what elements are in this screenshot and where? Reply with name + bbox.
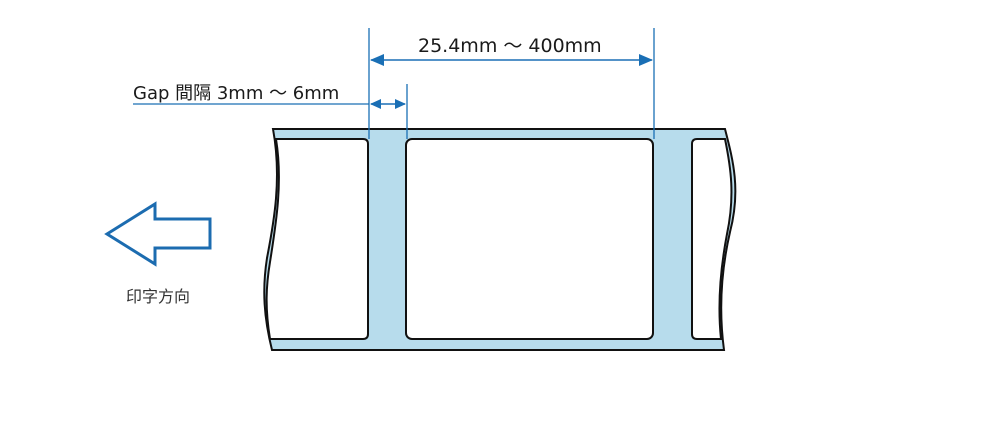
width-arrowhead-left (370, 54, 384, 66)
print-direction-text: 印字方向 (126, 287, 191, 306)
gap-arrowhead-left (370, 99, 381, 109)
gap-dimension-text: Gap 間隔 3mm ～ 6mm (133, 83, 340, 104)
label-main (405, 138, 654, 340)
label-right-partial (691, 138, 733, 340)
label-left-partial (265, 138, 369, 340)
width-arrowhead-right (639, 54, 653, 66)
label-width-dimension-text: 25.4mm ～ 400mm (418, 35, 602, 57)
arrow-left-icon (104, 201, 212, 267)
gap-arrowhead-right (395, 99, 406, 109)
